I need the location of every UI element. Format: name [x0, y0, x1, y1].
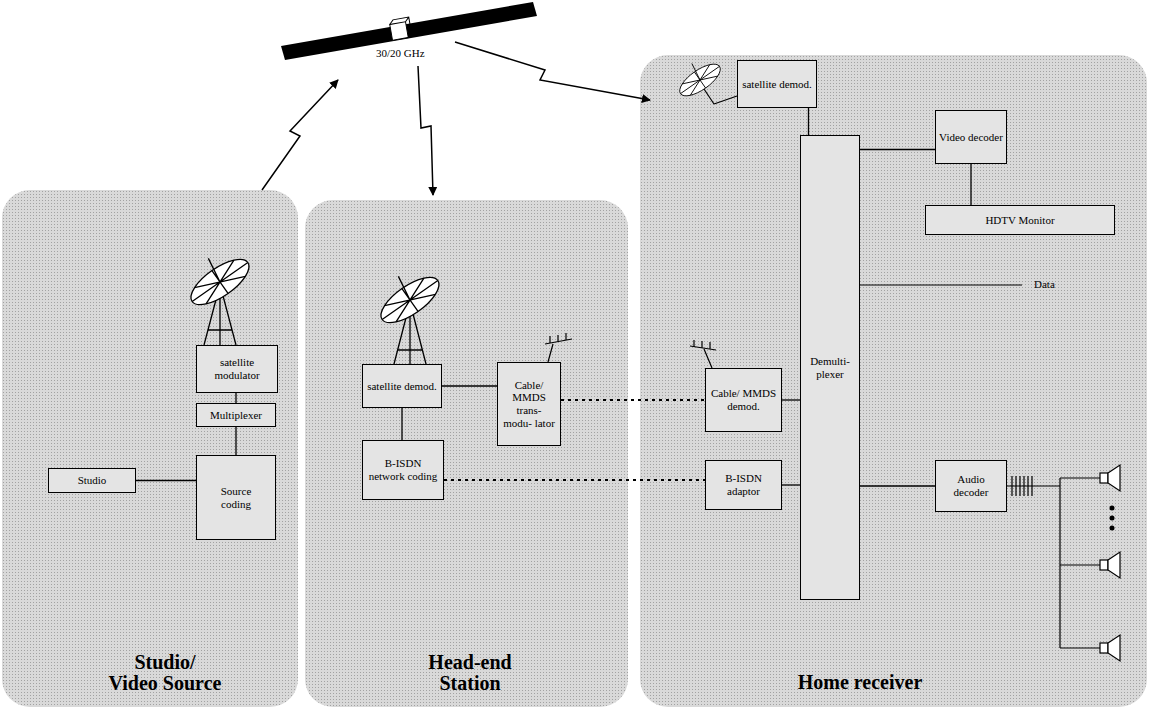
uplink	[262, 80, 338, 190]
loudspeaker	[1100, 465, 1120, 661]
signal-line	[235, 393, 236, 403]
satellite	[281, 2, 537, 60]
process-box: Demulti- plexer	[800, 135, 860, 600]
station-panel: Studio/ Video Source satellite modulatorM…	[2, 190, 298, 707]
satellite-body	[389, 17, 412, 40]
rod-antenna	[545, 333, 572, 362]
process-box: Audio decoder	[935, 460, 1007, 512]
process-box: Cable/ MMDS demod.	[705, 368, 782, 432]
downlink	[418, 66, 433, 195]
rod-antenna	[690, 340, 716, 368]
process-box: B-ISDN network coding	[362, 440, 444, 500]
distribution-link	[444, 479, 705, 481]
box-label: satellite demod.	[367, 380, 437, 393]
process-box: Source coding	[196, 455, 276, 540]
signal-line	[782, 399, 800, 400]
box-label: Video decoder	[939, 131, 1003, 144]
box-label: Cable/ MMDS trans- modu- lator	[501, 379, 557, 430]
radio-link	[262, 42, 650, 195]
box-label: Cable/ MMDS demod.	[709, 387, 778, 412]
ellipsis-dots	[1110, 506, 1115, 531]
panel-title: Home receiver	[780, 672, 940, 693]
signal-line	[808, 108, 809, 135]
box-label: Demulti- plexer	[804, 355, 856, 380]
process-box: satellite demod.	[362, 364, 442, 408]
dish-antenna	[670, 51, 737, 104]
signal-line	[442, 385, 497, 386]
distribution-link	[561, 399, 705, 401]
box-label: Audio decoder	[939, 473, 1003, 498]
signal-line	[136, 480, 196, 481]
station-panel: Home receiver satellite demod. Cable/ MMDS…	[640, 55, 1147, 707]
process-box: Cable/ MMDS trans- modu- lator	[497, 362, 561, 446]
signal-label: Data	[1034, 278, 1055, 291]
panel-title: Head-end Station	[423, 652, 518, 694]
process-box: Multiplexer	[196, 403, 276, 427]
frequency-label: 30/20 GHz	[376, 47, 425, 60]
dish-antenna	[177, 241, 256, 345]
signal-line	[970, 164, 971, 205]
signal-line	[235, 427, 236, 455]
box-label: Source coding	[214, 485, 259, 510]
station-panel: Head-end Station satellite demod. Cable/ M…	[305, 200, 628, 707]
box-label: satellite modulator	[200, 356, 274, 381]
signal-line	[860, 485, 935, 486]
panel-title: Studio/ Video Source	[108, 652, 223, 694]
box-label: B-ISDN network coding	[366, 457, 440, 482]
box-label: satellite demod.	[742, 78, 812, 91]
signal-line	[782, 484, 800, 485]
signal-line	[401, 408, 402, 440]
process-box: B-ISDN adaptor	[705, 460, 782, 510]
process-box: HDTV Monitor	[925, 205, 1115, 235]
signal-line	[860, 149, 935, 150]
solar-panel	[281, 2, 537, 60]
process-box: Studio	[48, 468, 136, 493]
dish-antenna	[367, 259, 446, 364]
box-label: B-ISDN adaptor	[709, 472, 778, 497]
process-box: Video decoder	[935, 110, 1007, 164]
box-label: HDTV Monitor	[985, 214, 1054, 227]
data-wire	[858, 284, 1022, 285]
process-box: satellite modulator	[196, 345, 278, 393]
box-label: Studio	[78, 474, 107, 487]
box-label: Multiplexer	[210, 409, 262, 422]
downlink	[455, 42, 650, 100]
audio-wires	[1005, 476, 1100, 648]
process-box: satellite demod.	[737, 60, 817, 108]
